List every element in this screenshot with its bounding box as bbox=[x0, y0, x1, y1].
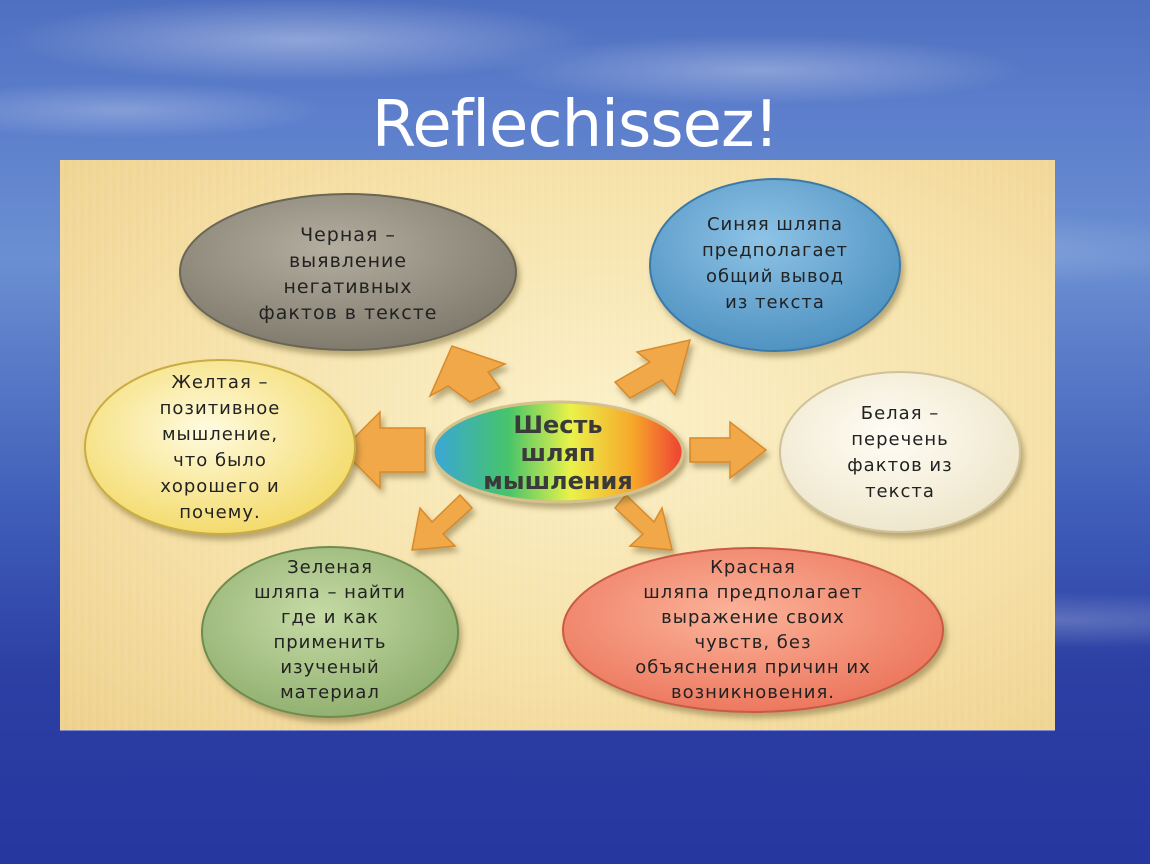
green-hat-label: Зеленая шляпа – найти где и как применит… bbox=[254, 557, 406, 703]
arrow-down-right bbox=[613, 493, 673, 551]
white-hat-node bbox=[779, 371, 1021, 533]
black-hat-node bbox=[179, 193, 517, 351]
slide-title: Reflechissez! bbox=[371, 88, 780, 162]
center-label: Шесть шляп мышления bbox=[483, 410, 633, 495]
red-hat-label: Красная шляпа предполагает выражение сво… bbox=[635, 557, 871, 703]
red-hat-node bbox=[562, 547, 944, 713]
arrow-down-left bbox=[411, 493, 474, 551]
arrow-up-right bbox=[613, 338, 692, 399]
six-hats-diagram bbox=[84, 178, 1021, 718]
yellow-hat-label: Желтая – позитивное мышление, что было х… bbox=[159, 371, 281, 523]
white-hat-label: Белая – перечень фактов из текста bbox=[847, 402, 953, 502]
arrow-left bbox=[340, 410, 426, 490]
yellow-hat-node bbox=[84, 359, 356, 535]
diagram-panel: Черная – выявление негативных фактов в т… bbox=[60, 160, 1055, 730]
arrow-right bbox=[689, 420, 768, 480]
arrow-up-left bbox=[428, 345, 508, 403]
blue-hat-label: Синяя шляпа предполагает общий вывод из … bbox=[701, 214, 849, 313]
green-hat-node bbox=[201, 546, 459, 718]
blue-hat-node bbox=[649, 178, 901, 352]
center-node bbox=[431, 400, 685, 504]
black-hat-label: Черная – выявление негативных фактов в т… bbox=[258, 224, 438, 324]
